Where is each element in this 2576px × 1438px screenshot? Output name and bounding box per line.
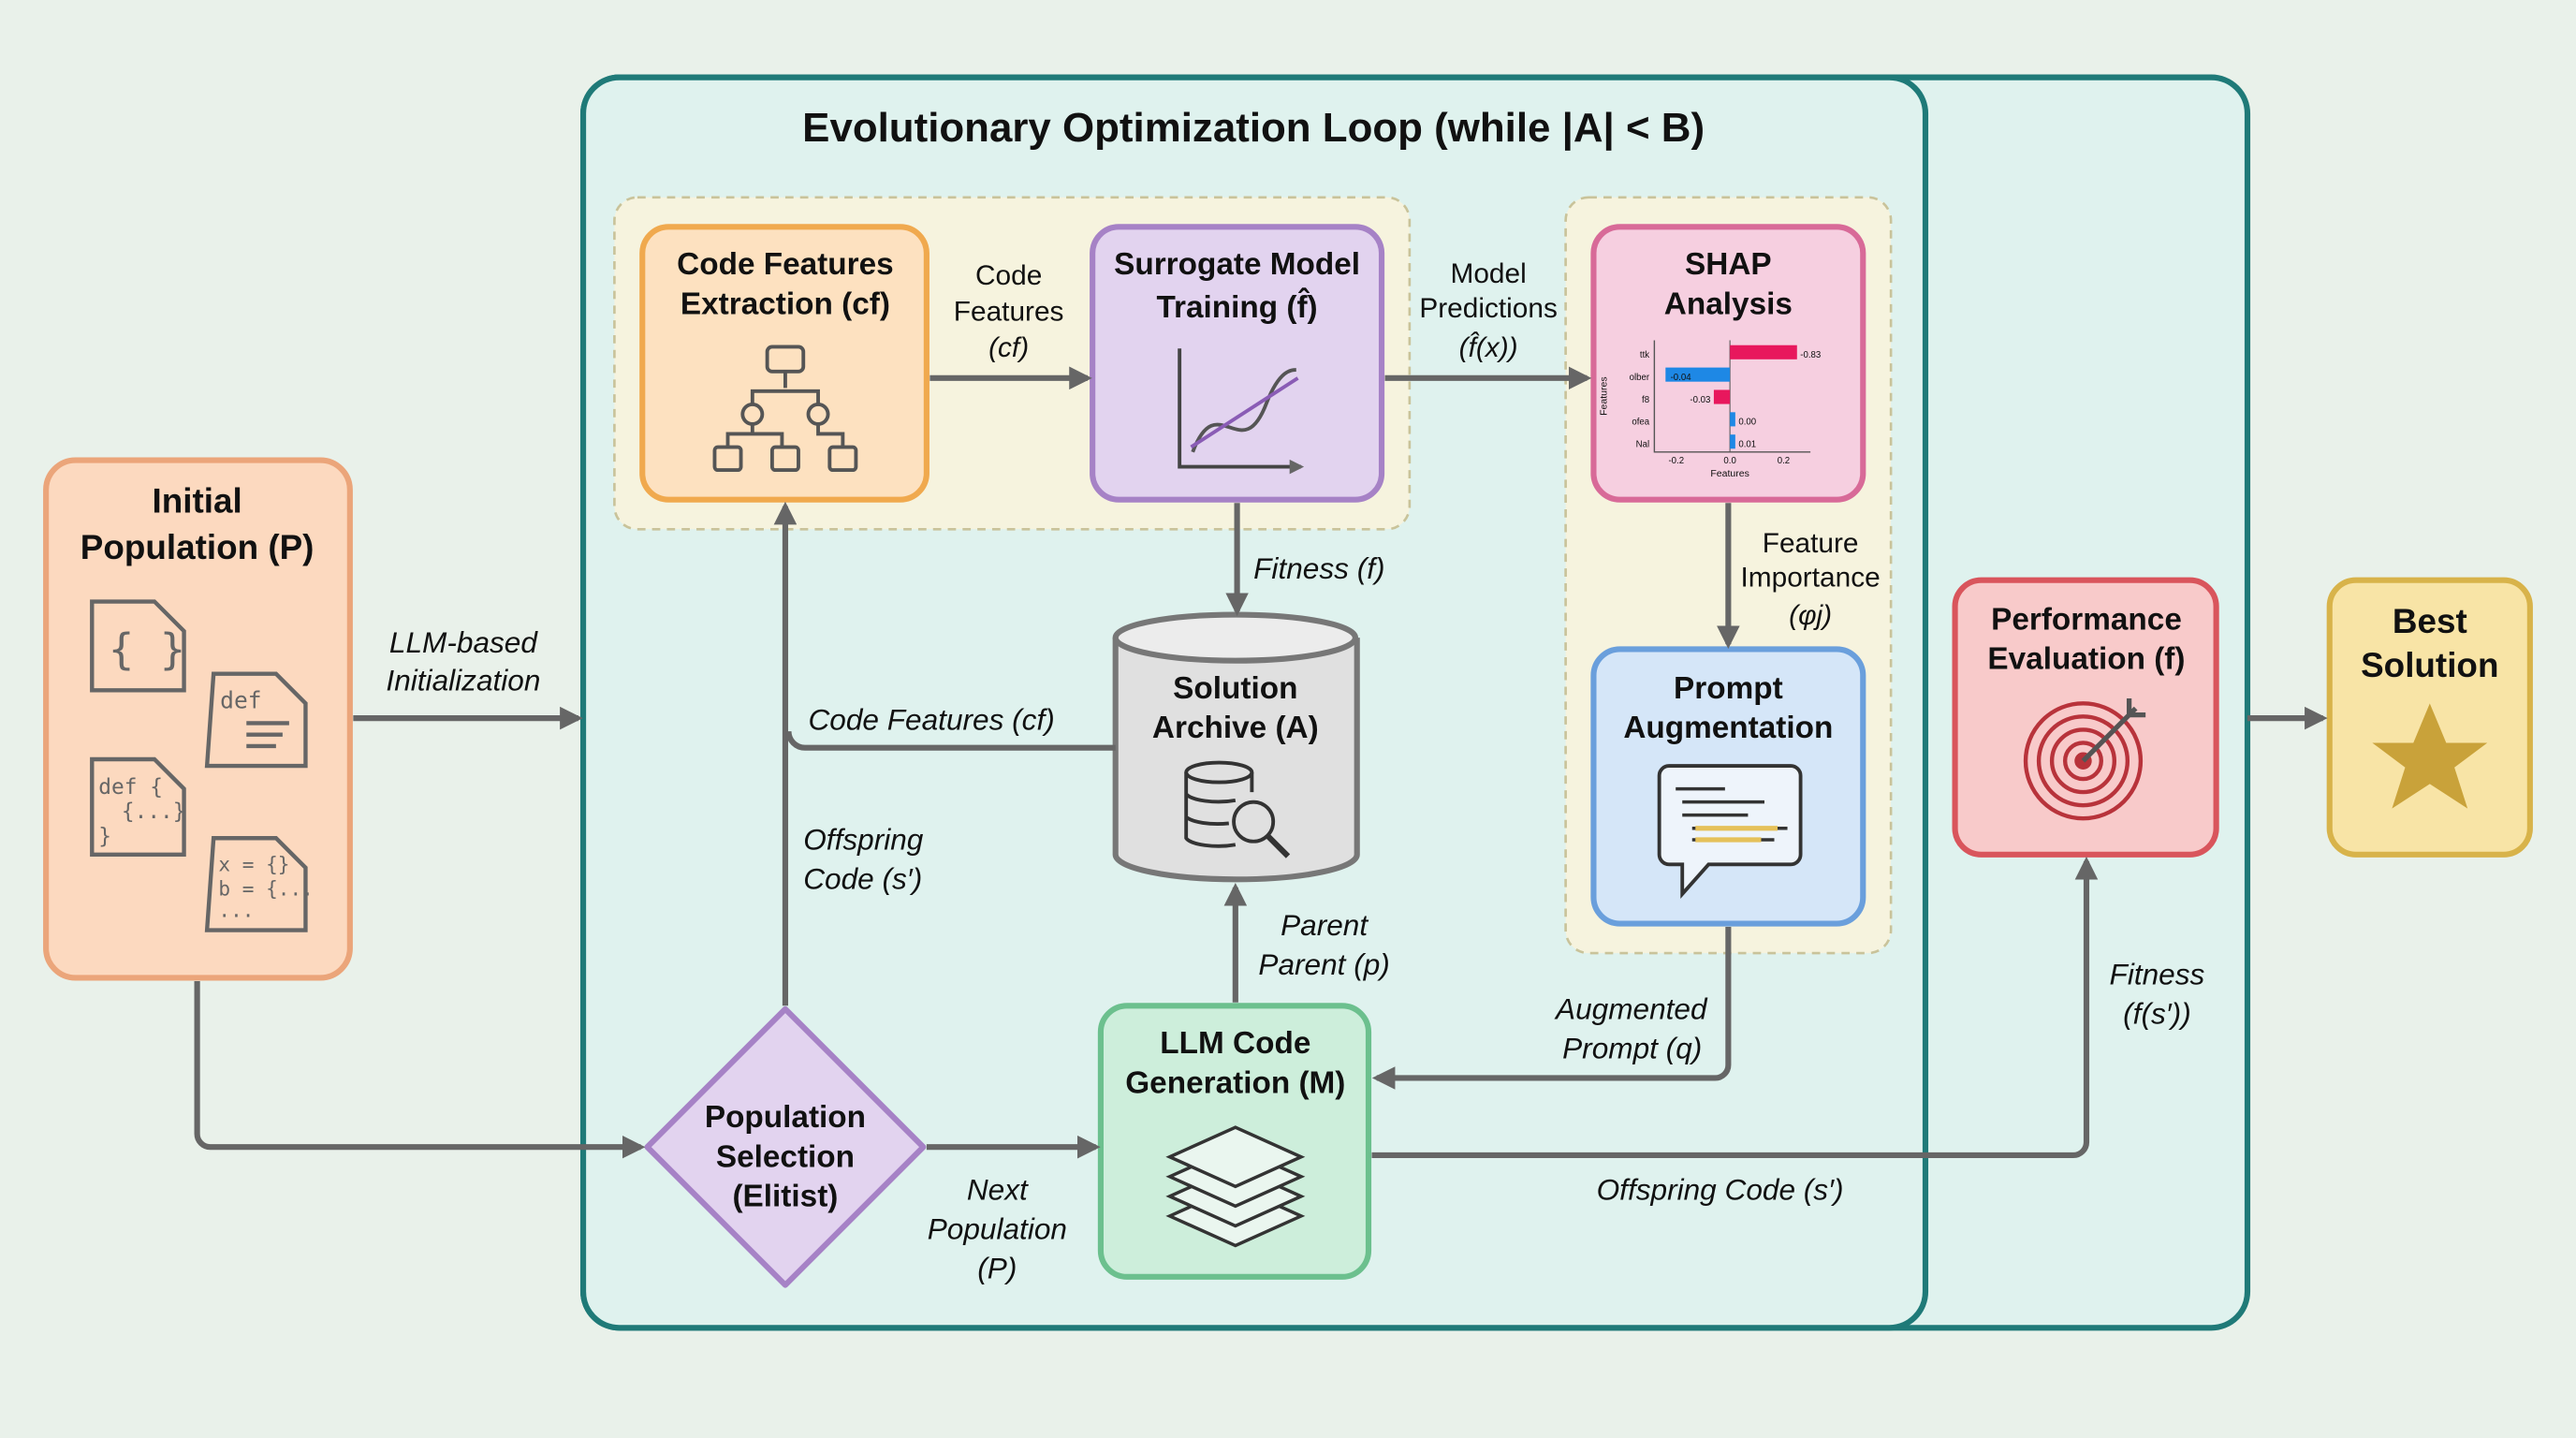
performance-evaluation-node[interactable]: Performance Evaluation (f) [1952,577,2219,858]
node-label: Initial [153,482,242,521]
code-snippet: x = {} [218,852,289,875]
x-axis-label: Features [1710,468,1749,479]
arrows [194,366,2328,1159]
edge-label: (cf) [988,332,1029,363]
bar [1730,345,1797,360]
bar [1730,412,1735,427]
data-label: -0.04 [1671,373,1692,383]
prompt-augmentation-node[interactable]: Prompt Augmentation [1590,646,1866,927]
edge-label: Population [928,1211,1067,1245]
node-label: Archive (A) [1152,711,1319,745]
edge-label: (P) [977,1252,1017,1285]
node-label: Evaluation (f) [1987,641,2185,676]
code-snippet: def { [98,775,163,800]
node-label: Solution [2361,646,2498,684]
tree-icon [712,345,858,473]
category-label: ofea [1632,418,1649,428]
code-features-node[interactable]: Code Features Extraction (cf) [639,224,929,503]
edge-label: Parent (p) [1258,947,1389,981]
edge-label: LLM-based [389,625,538,659]
target-icon [2023,698,2146,821]
node-label: Selection [716,1139,855,1174]
code-snippet: ... [218,898,254,921]
bar [1713,389,1731,404]
edge-label: Importance [1741,563,1881,594]
edge-label: Features [954,296,1064,327]
population-selection-node[interactable]: Population Selection (Elitist) [644,1005,927,1288]
node-label: Performance [1991,602,2182,637]
data-label: -0.03 [1690,395,1710,405]
edge-label: Prompt (q) [1562,1031,1702,1064]
surrogate-model-node[interactable]: Surrogate Model Training (f̂) [1090,224,1385,503]
edge-label: (f̂(x)) [1459,332,1518,363]
code-snippet: {...} [122,800,186,824]
chart-axes [1653,340,1811,453]
category-label: f8 [1642,395,1649,405]
edge-label: Code (s′) [803,862,922,896]
node-label: Population [705,1100,866,1135]
data-label: 0.01 [1738,440,1756,450]
category-label: olber [1630,373,1650,383]
edge-label: Code [975,260,1042,291]
bar [1730,434,1735,449]
edge-label: Code Features (cf) [809,702,1055,736]
edge-label: Offspring [803,823,924,857]
edge-label: Model [1450,258,1526,289]
node-label: Prompt [1674,671,1783,706]
edge-label: Fitness (f) [1253,551,1384,585]
edge-label: Augmented [1554,991,1708,1025]
chat-bubble-icon [1657,764,1803,899]
database-search-icon [1184,760,1291,858]
solution-archive-node[interactable]: Solution Archive (A) [1112,611,1360,883]
code-file-icon [90,599,308,932]
edge-labels: LLM-based Initialization Code Features (… [386,258,2204,1285]
category-label: Nal [1636,440,1649,450]
loop-title: Evolutionary Optimization Loop (while |A… [802,105,1705,152]
node-label: (Elitist) [732,1179,838,1213]
data-label: 0.00 [1738,418,1756,428]
initial-population-node[interactable]: Initial Population (P) { } def def { {..… [43,457,353,981]
shap-analysis-node[interactable]: SHAP Analysis ttk -0.83 olber -0.04 f8 -0.03 o… [1590,224,1866,605]
node-label: Extraction (cf) [681,286,890,321]
code-snippet: b = {... [218,877,313,901]
tick-label: 0.2 [1778,456,1790,466]
y-axis-label: Features [1598,376,1609,416]
category-label: ttk [1640,350,1649,360]
edge-label: (f(s′)) [2123,997,2191,1031]
node-label: Solution [1173,671,1297,706]
node-label: Analysis [1664,286,1793,321]
node-label: Augmentation [1623,711,1833,745]
star-icon [2372,703,2488,809]
edge-label: Fitness [2110,957,2205,990]
bar [1665,367,1731,382]
node-label: LLM Code [1160,1026,1310,1061]
edge-label: Parent [1281,908,1368,942]
node-label: SHAP [1685,247,1772,282]
edge-label: Offspring Code (s′) [1597,1172,1844,1206]
best-solution-node[interactable]: Best Solution [2326,577,2533,858]
node-label: Best [2393,602,2467,640]
stacked-documents-icon [1165,1125,1306,1248]
node-label: Training (f̂) [1156,287,1317,325]
edge-label: Initialization [386,663,540,697]
node-label: Population (P) [80,528,315,566]
tick-label: 0.0 [1723,456,1735,466]
tick-label: -0.2 [1668,456,1684,466]
node-label: Generation (M) [1125,1065,1345,1100]
llm-code-generation-node[interactable]: LLM Code Generation (M) [1097,1003,1372,1280]
code-snippet: def [220,687,261,714]
node-label: Code Features [677,247,894,282]
edge-label: Next [967,1172,1029,1206]
regression-plot-icon [1178,348,1305,475]
edge-label: Feature [1763,528,1859,559]
code-snippet: } [98,825,111,849]
data-label: -0.83 [1800,350,1821,360]
edge-label: Predictions [1419,293,1558,324]
code-snippet: { } [109,624,185,674]
node-label: Surrogate Model [1114,247,1360,282]
edge-label: (φj) [1789,600,1832,631]
